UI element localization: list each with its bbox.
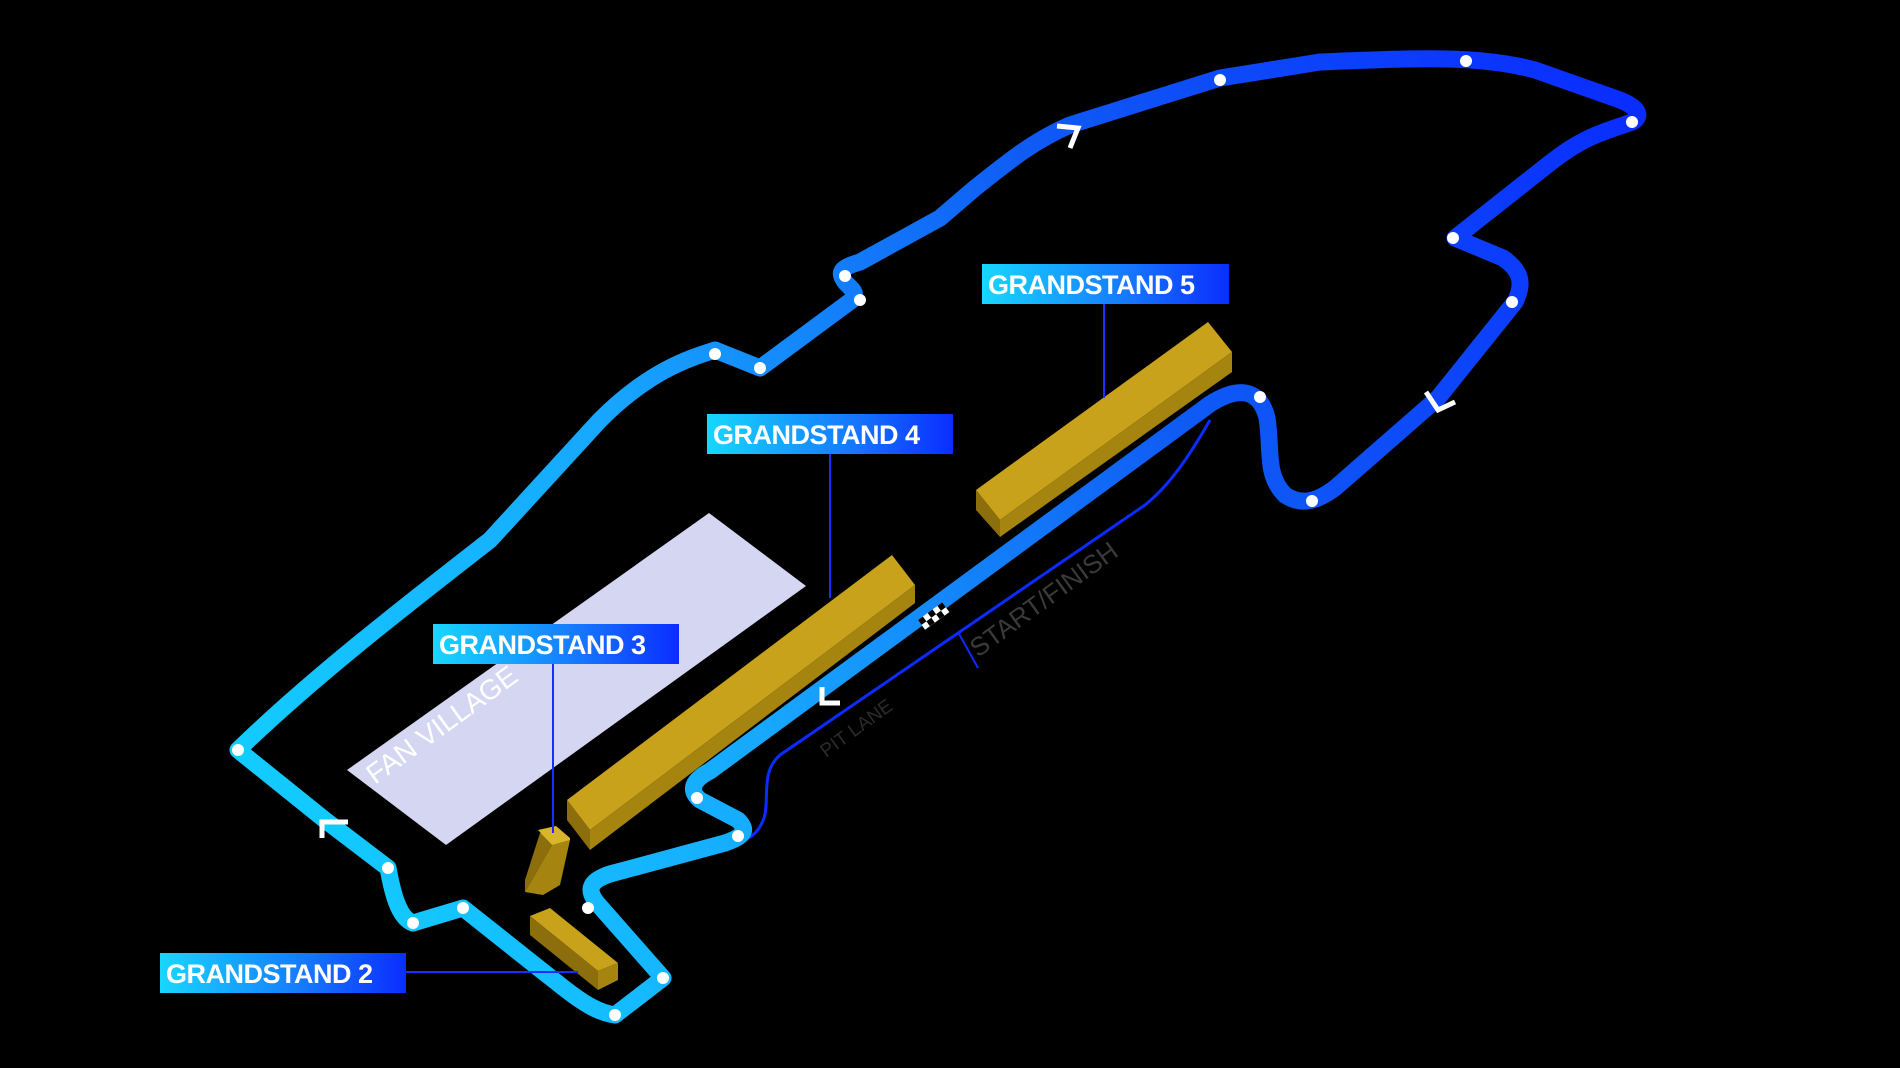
corner-dot: [382, 862, 394, 874]
corner-dot: [232, 744, 244, 756]
direction-chevron-icon: [1423, 390, 1457, 414]
corner-dot: [1506, 296, 1518, 308]
circuit-track: [229, 50, 1647, 1024]
grandstand-3-label: GRANDSTAND 3: [433, 624, 679, 664]
pit-lane: [734, 419, 1212, 844]
svg-text:GRANDSTAND 3: GRANDSTAND 3: [439, 630, 646, 660]
fan-village-area: [347, 513, 806, 845]
start-finish-leader: [957, 631, 979, 669]
grandstand-2-block: [530, 908, 618, 990]
corner-dot: [1626, 116, 1638, 128]
direction-chevron-icon: [819, 687, 840, 706]
svg-text:GRANDSTAND 5: GRANDSTAND 5: [988, 270, 1195, 300]
grandstand-4-label: GRANDSTAND 4: [707, 414, 953, 454]
corner-dot: [657, 972, 669, 984]
corner-dot: [754, 362, 766, 374]
svg-text:GRANDSTAND 4: GRANDSTAND 4: [713, 420, 920, 450]
start-finish-label: START/FINISH: [964, 536, 1123, 663]
corner-dot: [732, 830, 744, 842]
corner-dot: [691, 792, 703, 804]
pit-lane-label: PIT LANE: [817, 696, 897, 762]
direction-markers: [319, 123, 1457, 838]
corner-dot: [1214, 74, 1226, 86]
corner-dot: [709, 348, 721, 360]
grandstand-5-label: GRANDSTAND 5: [982, 264, 1229, 304]
corner-dot: [457, 902, 469, 914]
grandstand-2-label: GRANDSTAND 2: [160, 953, 406, 993]
corner-dot: [1460, 55, 1472, 67]
grandstand-4-block: [567, 555, 915, 850]
grandstand-5-block: [976, 322, 1232, 537]
grandstand-3-block: [525, 826, 570, 895]
corner-dot: [582, 902, 594, 914]
checkered-flag-icon: [918, 602, 950, 630]
corner-markers: [232, 55, 1638, 1021]
corner-dot: [609, 1009, 621, 1021]
grandstand-leaders: [405, 304, 1105, 973]
direction-chevron-icon: [1056, 123, 1082, 149]
corner-dot: [839, 270, 851, 282]
direction-chevron-icon: [319, 819, 348, 838]
corner-dot: [1306, 495, 1318, 507]
corner-dot: [854, 294, 866, 306]
corner-dot: [1447, 232, 1459, 244]
corner-dot: [1254, 391, 1266, 403]
corner-dot: [407, 917, 419, 929]
svg-text:GRANDSTAND 2: GRANDSTAND 2: [166, 959, 373, 989]
